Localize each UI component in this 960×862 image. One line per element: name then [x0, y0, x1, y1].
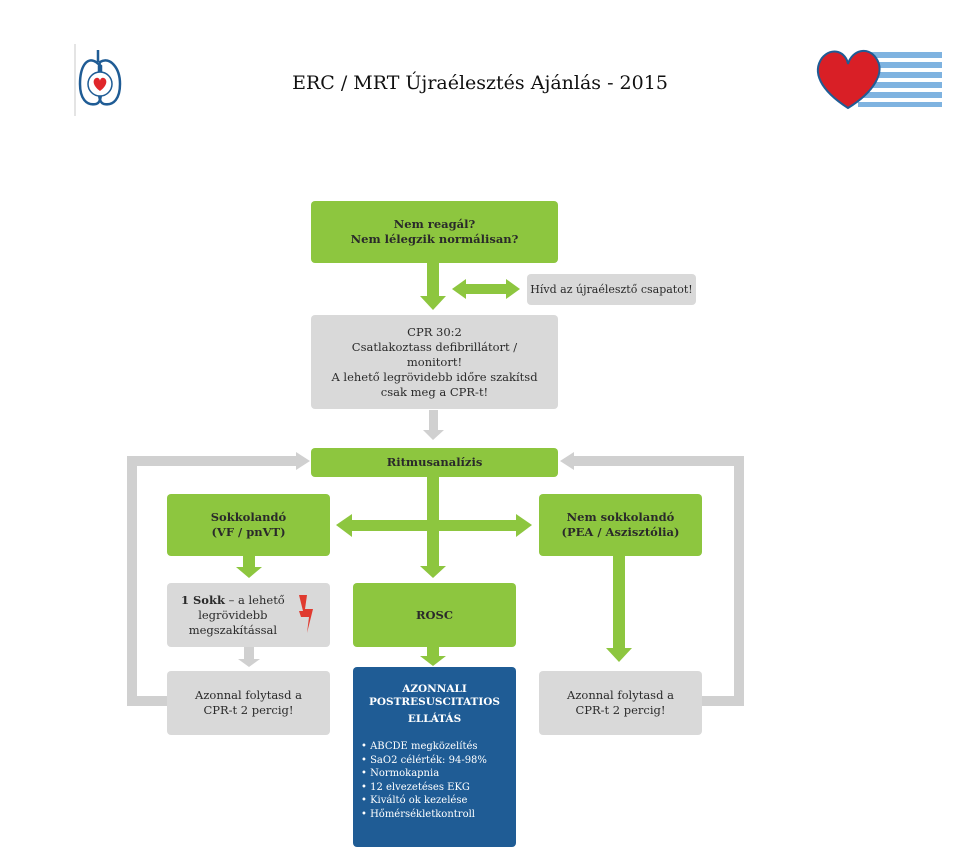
node-shock-line2: legrövidebb	[198, 607, 268, 622]
node-call-team: Hívd az újraélesztő csapatot!	[527, 274, 696, 305]
node-cpr-line2: Csatlakoztass defibrillátort /	[351, 339, 518, 354]
arrow-nonshock-to-resume	[606, 556, 632, 662]
arrow-call-team	[452, 279, 520, 299]
node-shock-line1: 1 Sokk – a lehető	[181, 593, 285, 608]
arrow-shock-nonshock	[336, 514, 532, 537]
node-non-shockable: Nem sokkolandó (PEA / Aszisztólia)	[539, 494, 702, 556]
node-resume-right-line1: Azonnal folytasd a	[567, 688, 674, 702]
node-resume-left-line1: Azonnal folytasd a	[195, 688, 302, 702]
node-resume-left: Azonnal folytasd a CPR-t 2 percig!	[167, 671, 330, 735]
node-shock-text: 1 Sokk – a lehető legrövidebb megszakítá…	[181, 593, 285, 638]
node-shockable-line1: Sokkolandó	[210, 510, 287, 524]
node-post-resuscitation: AZONNALI POSTRESUSCITATIOS ELLÁTÁS • ABC…	[353, 667, 516, 847]
node-rosc-label: ROSC	[415, 607, 454, 622]
post-heading2: POSTRESUSCITATIOS	[368, 696, 501, 708]
arrow-cpr-to-rhythm	[423, 410, 444, 440]
node-cpr-line3: monitort!	[406, 354, 463, 369]
node-resume-left-line2: CPR-t 2 percig!	[203, 703, 294, 717]
node-shockable-line2: (VF / pnVT)	[211, 525, 286, 539]
node-shockable: Sokkolandó (VF / pnVT)	[167, 494, 330, 556]
node-shock-rest: – a lehető	[224, 592, 285, 607]
list-item: • 12 elvezetéses EKG	[361, 781, 470, 793]
node-rosc: ROSC	[353, 583, 516, 647]
node-shock-line3: megszakítással	[188, 622, 278, 637]
list-item: • Hőmérsékletkontroll	[361, 808, 475, 820]
node-call-team-label: Hívd az újraélesztő csapatot!	[530, 283, 693, 296]
lightning-bolt-icon	[299, 595, 313, 633]
node-unresponsive: Nem reagál? Nem lélegzik normálisan?	[311, 201, 558, 263]
node-cpr-line4: A lehető legrövidebb időre szakítsd	[331, 369, 538, 384]
lungs-heart-icon	[74, 44, 942, 116]
arrow-shock-to-resume	[238, 647, 260, 667]
node-resume-right-line2: CPR-t 2 percig!	[575, 703, 666, 717]
node-rhythm-analysis: Ritmusanalízis	[311, 448, 558, 477]
heart-stripes-icon	[817, 49, 942, 110]
page-title: ERC / MRT Újraélesztés Ajánlás - 2015	[292, 72, 668, 94]
node-cpr-line1: CPR 30:2	[407, 324, 462, 339]
node-unresponsive-line1: Nem reagál?	[393, 217, 476, 231]
list-item: • SaO2 célérték: 94-98%	[361, 754, 487, 766]
node-shock-bold: 1 Sokk	[181, 592, 225, 607]
node-shock: 1 Sokk – a lehető legrövidebb megszakítá…	[167, 583, 330, 647]
loop-left	[127, 452, 310, 706]
list-item: • ABCDE megközelítés	[361, 741, 478, 752]
arrow-start-to-cpr	[420, 262, 446, 310]
node-non-shockable-line2: (PEA / Aszisztólia)	[561, 525, 680, 539]
node-non-shockable-line1: Nem sokkolandó	[566, 510, 675, 524]
post-heading3: ELLÁTÁS	[407, 713, 462, 725]
node-rhythm-label: Ritmusanalízis	[386, 455, 483, 469]
node-cpr-line5: csak meg a CPR-t!	[380, 384, 489, 399]
list-item: • Normokapnia	[361, 768, 440, 779]
arrow-rosc-to-post	[420, 646, 446, 666]
list-item: • Kiváltó ok kezelése	[361, 795, 468, 806]
node-resume-right: Azonnal folytasd a CPR-t 2 percig!	[539, 671, 702, 735]
arrow-shockable-to-shock	[236, 556, 262, 578]
node-unresponsive-line2: Nem lélegzik normálisan?	[350, 232, 519, 246]
loop-right	[560, 452, 744, 706]
node-cpr: CPR 30:2 Csatlakoztass defibrillátort / …	[311, 315, 558, 409]
post-items-list: • ABCDE megközelítés • SaO2 célérték: 94…	[353, 740, 487, 821]
post-heading1: AZONNALI	[402, 683, 467, 695]
